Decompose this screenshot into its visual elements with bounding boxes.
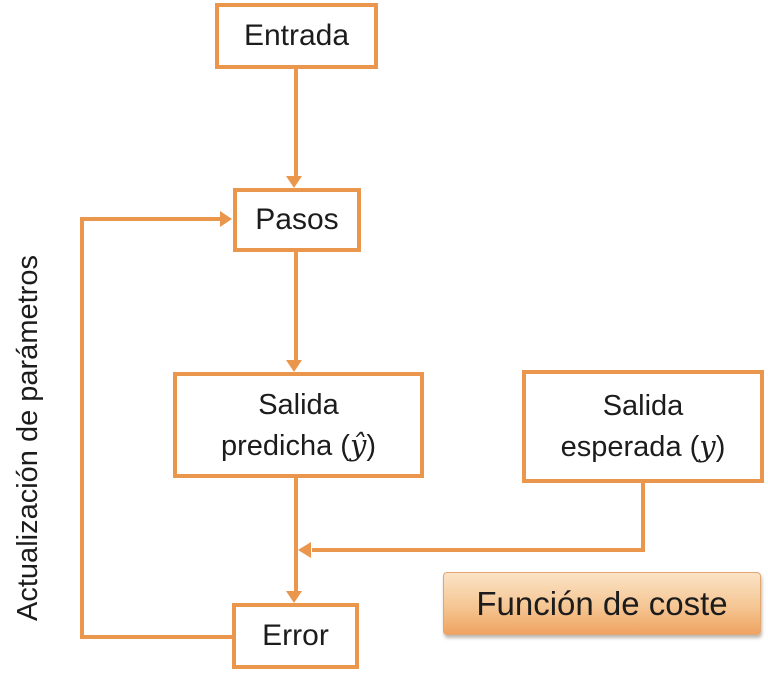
- node-pasos-label: Pasos: [255, 203, 339, 237]
- cost-function-label: Función de coste: [476, 584, 728, 622]
- node-salida-esperada: Salida esperada (y): [522, 370, 764, 483]
- node-salida-predicha-line2-prefix: predicha (: [220, 429, 350, 462]
- node-error-label: Error: [262, 619, 329, 653]
- node-salida-esperada-line2: esperada (y): [561, 426, 726, 467]
- node-salida-predicha-line1: Salida: [258, 388, 339, 421]
- connector-pasos-to-salida-predicha: [294, 252, 298, 361]
- connector-feedback-bottom: [82, 635, 232, 639]
- node-salida-predicha-line2-suffix: ): [366, 429, 377, 462]
- connector-salida-esperada-down: [641, 483, 645, 552]
- arrowhead-down-icon: [286, 591, 302, 603]
- arrowhead-left-icon: [298, 542, 311, 558]
- connector-feedback-top: [84, 217, 220, 221]
- node-salida-esperada-line1: Salida: [602, 390, 684, 422]
- node-entrada: Entrada: [215, 3, 378, 69]
- node-salida-esperada-line2-prefix: esperada (: [560, 431, 700, 463]
- node-pasos: Pasos: [233, 188, 361, 252]
- connector-entrada-to-pasos: [294, 69, 298, 177]
- arrowhead-down-icon: [286, 176, 302, 188]
- node-salida-esperada-line2-suffix: ): [715, 431, 726, 463]
- y-hat-symbol: ŷ: [349, 427, 367, 462]
- connector-salida-esperada-join: [312, 548, 645, 552]
- y-symbol: y: [699, 429, 716, 463]
- node-salida-predicha: Salida predicha (ŷ): [173, 372, 424, 478]
- connector-salida-predicha-to-error: [294, 478, 298, 592]
- cost-function-callout: Función de coste: [443, 572, 761, 635]
- node-entrada-label: Entrada: [243, 19, 350, 53]
- arrowhead-right-icon: [220, 211, 232, 227]
- arrowhead-down-icon: [286, 360, 302, 372]
- node-error: Error: [232, 603, 359, 669]
- connector-feedback-vertical: [80, 217, 84, 639]
- feedback-edge-label: Actualización de parámetros: [12, 255, 44, 621]
- node-salida-predicha-line2: predicha (ŷ): [221, 425, 376, 466]
